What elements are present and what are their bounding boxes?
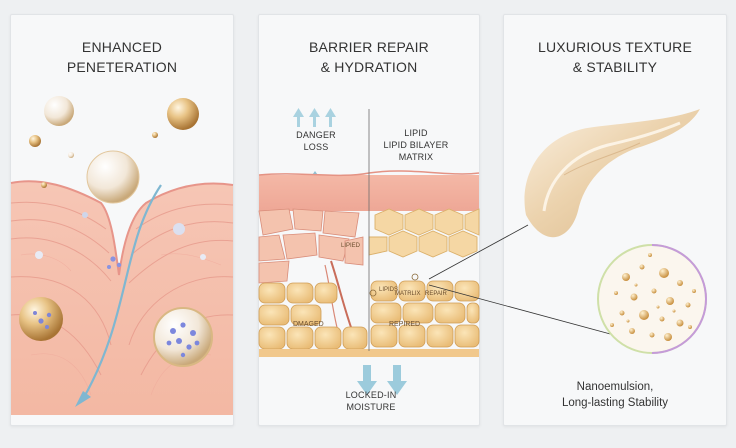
matrix-label: MATRLIX	[395, 291, 421, 297]
cream-swatch	[524, 109, 700, 238]
stability-caption: Nanoemulsion, Long-lasting Stability	[504, 379, 726, 411]
moisture-loss-arrows	[293, 108, 336, 127]
gold-sphere	[44, 96, 74, 126]
nano-droplets	[610, 253, 696, 341]
label-line: MATRIX	[398, 152, 434, 162]
title-line-1: ENHANCED	[81, 39, 163, 55]
locked-in-moisture-label: LOCKED-IN MOISTURE	[321, 389, 421, 413]
gold-sphere	[86, 150, 140, 204]
skin-surface	[10, 180, 234, 276]
cream-illustration	[428, 109, 708, 354]
title-line-1: BARRIER REPAIR	[308, 39, 429, 55]
title-line-2: PENETERATION	[66, 59, 178, 75]
panel-title: LUXURIOUS TEXTURE & STABILITY	[504, 37, 726, 77]
lipids-label: LIPIDS	[379, 287, 399, 293]
cell-rows	[258, 280, 480, 350]
label-line: LOSS	[303, 142, 329, 152]
panel-barrier-repair: BARRIER REPAIR & HYDRATION	[258, 14, 480, 426]
caption-line-1: Nanoemulsion,	[576, 381, 654, 393]
lipid-zone-label: LIPIED	[341, 243, 361, 249]
nano-capsule	[153, 307, 213, 367]
label-line: MOISTURE	[346, 402, 396, 412]
label-line: DANGER	[296, 130, 336, 140]
damaged-label: DMAGED	[293, 321, 324, 328]
barrier-illustration	[258, 108, 480, 395]
caption-line-2: Long-lasting Stability	[561, 397, 669, 409]
title-line-2: & HYDRATION	[320, 59, 418, 75]
title-line-2: & STABILITY	[572, 59, 658, 75]
repaired-label: REPIRED	[389, 321, 421, 328]
lipid-bilayer-label: LIPID LIPID BILAYER MATRIX	[371, 127, 461, 163]
gold-sphere	[167, 98, 199, 130]
penetration-arrow	[82, 184, 162, 400]
pointer-line	[428, 224, 529, 280]
repair-tag-label: REPAIR	[425, 291, 447, 297]
damaged-cells	[258, 208, 364, 284]
repaired-cells	[368, 208, 480, 258]
title-line-1: LUXURIOUS TEXTURE	[537, 39, 693, 55]
skin-penetration-illustration	[10, 96, 234, 415]
panel-title: ENHANCED PENETERATION	[11, 37, 233, 77]
label-line: LOCKED-IN	[345, 390, 397, 400]
danger-loss-label: DANGER LOSS	[281, 129, 351, 153]
panel-texture-stability: LUXURIOUS TEXTURE & STABILITY	[428, 14, 727, 426]
panel-title: BARRIER REPAIR & HYDRATION	[259, 37, 479, 77]
label-line: LIPID BILAYER	[383, 140, 449, 150]
pointer-line	[428, 284, 615, 336]
locked-moisture-arrows	[357, 365, 407, 395]
label-line: LIPID	[404, 128, 428, 138]
panel-enhanced-penetration: ENHANCED PENETERATION	[10, 14, 234, 426]
